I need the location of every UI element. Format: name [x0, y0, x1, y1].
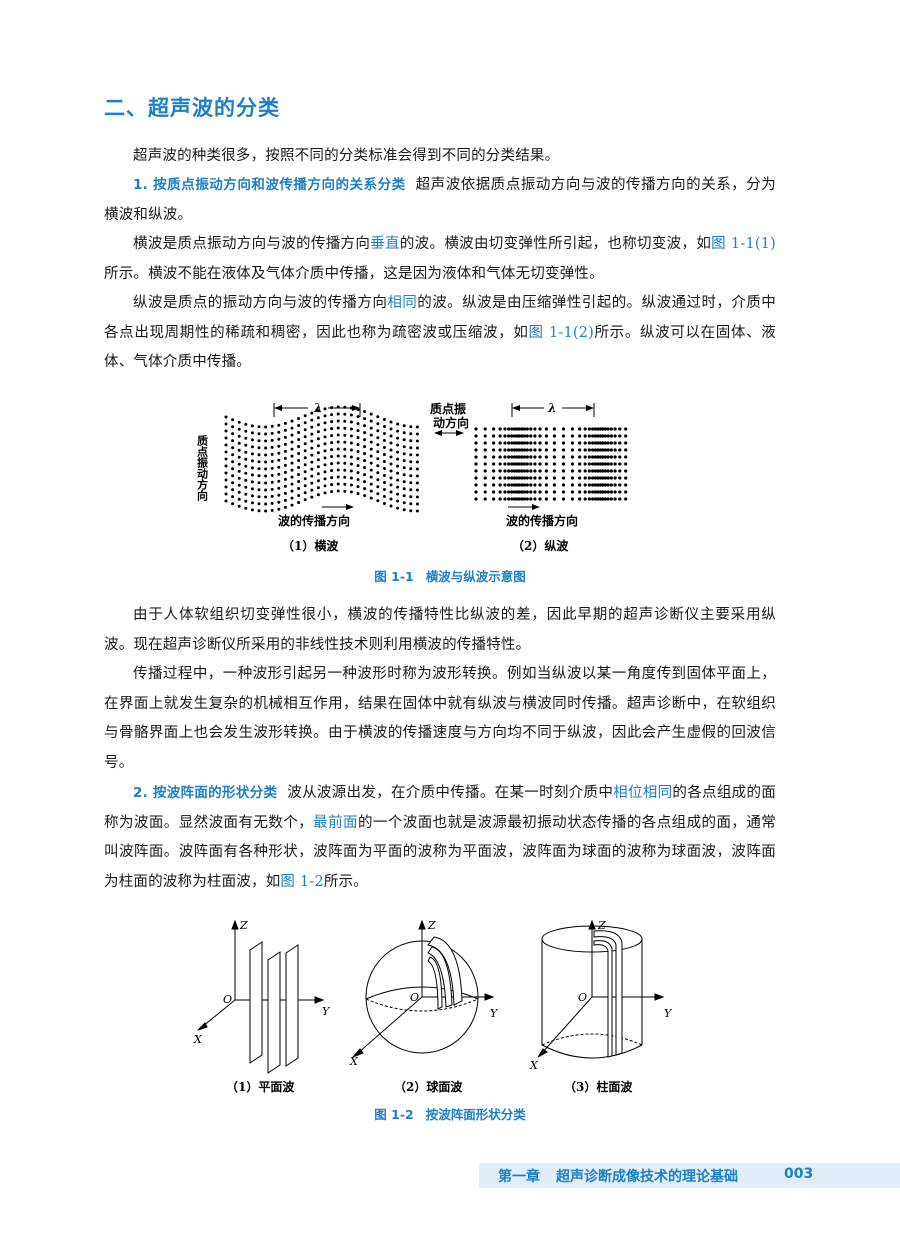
- text-run: 横波是质点振动方向与波的传播方向: [133, 236, 371, 252]
- cylinder-axis-x: X: [529, 1059, 539, 1072]
- paragraph-soft-tissue: 由于人体软组织切变弹性很小，横波的传播特性比纵波的差，因此早期的超声诊断仪主要采…: [104, 607, 776, 653]
- text-run: 纵波是质点的振动方向与波的传播方向: [133, 295, 388, 311]
- cylinder-axis-z: Z: [597, 919, 606, 932]
- spherical-wave-subcaption: （2）球面波: [394, 1079, 463, 1094]
- plane-wave-subcaption: （1）平面波: [226, 1079, 295, 1094]
- paragraph-mode-conversion: 传播过程中，一种波形引起另一种波形时称为波形转换。例如当纵波以某一角度传到固体平…: [104, 666, 776, 771]
- text-run: 的一个波面也就是波源最初振动状态传播的各点组成的面，通常叫波阵面。波阵面有各种形…: [104, 814, 776, 890]
- spherical-wave-diagram: [352, 919, 495, 1058]
- paragraph-text: 超声波依据质点振动方向与波的传播方向的关系，分为横波和纵波。: [104, 177, 776, 223]
- longitudinal-vibration-label-2: 动方向: [433, 415, 469, 430]
- longitudinal-vibration-label-1: 质点振: [430, 401, 466, 416]
- plane-axis-y: Y: [322, 1005, 331, 1018]
- text-run: 的波。横波由切变弹性所引起，也称切变波，如: [399, 236, 712, 252]
- subheading-wavefront-shape: 2. 按波阵面的形状分类: [133, 785, 278, 801]
- paragraph-longitudinal-wave: 纵波是质点的振动方向与波的传播方向相同的波。纵波是由压缩弹性引起的。纵波通过时，…: [104, 289, 776, 378]
- figure-ref-1-2[interactable]: 图 1-2: [280, 873, 324, 890]
- figure-1-2-caption: 图 1-2 按波阵面形状分类: [0, 1104, 900, 1123]
- figure-1-2-title: 按波阵面形状分类: [425, 1107, 526, 1122]
- transverse-propagation-label: 波的传播方向: [278, 513, 350, 528]
- text-run: 的波。纵波是由压缩弹性引起的。纵波通过时，介质中各点出现周期性的稀疏和稠密，因此…: [104, 295, 776, 341]
- sphere-axis-y: Y: [490, 1007, 499, 1020]
- sphere-axis-o: O: [410, 991, 419, 1004]
- sphere-axis-z: Z: [427, 919, 436, 932]
- text-run: 所示。纵波可以在固体、液体、气体介质中传播。: [104, 324, 776, 371]
- term-same: 相同: [387, 295, 418, 311]
- figure-1-2-number: 图 1-2: [374, 1107, 414, 1122]
- text-run: 的各点组成的面称为波面。显然波面有无数个，: [104, 785, 777, 831]
- figure-1-2-graphic: Z O Y X Z O Y X: [193, 919, 673, 1094]
- figure-1-1-graphic: 质点振动方向 λ 波的传播方向 （1）横波 质点振 动方向 λ 波的传播方向 （…: [196, 401, 628, 553]
- plane-axis-z: Z: [239, 919, 248, 932]
- cylindrical-wave-diagram: [537, 919, 665, 1059]
- footer-chapter-title: 第一章超声诊断成像技术的理论基础: [498, 1166, 738, 1186]
- text-run: 波从波源出发，在介质中传播。在某一时刻介质中: [287, 785, 614, 801]
- text-run: 所示。: [323, 873, 368, 890]
- sphere-axis-x: X: [349, 1055, 359, 1068]
- plane-axis-x: X: [193, 1033, 203, 1046]
- longitudinal-propagation-label: 波的传播方向: [506, 513, 578, 528]
- footer-title: 超声诊断成像技术的理论基础: [556, 1169, 738, 1185]
- figure-ref-1-1-2[interactable]: 图 1-1(2): [528, 324, 595, 341]
- figure-ref-1-1-1[interactable]: 图 1-1(1): [711, 236, 777, 252]
- longitudinal-wave-dots: [474, 427, 628, 501]
- paragraph-classification-1: 1. 按质点振动方向和波传播方向的关系分类超声波依据质点振动方向与波的传播方向的…: [104, 171, 776, 230]
- longitudinal-subcaption: （2）纵波: [512, 538, 569, 553]
- footer-bar: [479, 1163, 900, 1188]
- section-title: 二、超声波的分类: [104, 96, 280, 120]
- text-run: 所示。横波不能在液体及气体介质中传播，这是因为液体和气体无切变弹性。: [104, 265, 604, 282]
- longitudinal-lambda-label: λ: [547, 401, 556, 415]
- figure-1-1-title: 横波与纵波示意图: [425, 569, 526, 584]
- plane-wave-diagram: [197, 919, 325, 1074]
- cylinder-axis-o: O: [578, 991, 587, 1004]
- figure-1-1: 质点振动方向 λ 波的传播方向 （1）横波 质点振 动方向 λ 波的传播方向 （…: [190, 395, 650, 569]
- term-front-most: 最前面: [313, 814, 358, 831]
- paragraph-transverse-wave: 横波是质点振动方向与波的传播方向垂直的波。横波由切变弹性所引起，也称切变波，如图…: [104, 230, 776, 289]
- paragraph-classification-2: 2. 按波阵面的形状分类波从波源出发，在介质中传播。在某一时刻介质中相位相同的各…: [104, 779, 776, 897]
- plane-axis-o: O: [223, 993, 232, 1006]
- page-number: 003: [784, 1166, 814, 1182]
- figure-1-2: Z O Y X Z O Y X: [190, 915, 690, 1104]
- transverse-vibration-label: 质点振动方向: [196, 434, 209, 502]
- transverse-lambda-label: λ: [313, 401, 322, 415]
- footer-chapter: 第一章: [498, 1169, 540, 1185]
- cylinder-axis-y: Y: [664, 1007, 673, 1020]
- paragraph-intro: 超声波的种类很多，按照不同的分类标准会得到不同的分类结果。: [133, 148, 560, 164]
- term-same-phase: 相位相同: [613, 785, 673, 801]
- cylindrical-wave-subcaption: （3）柱面波: [564, 1079, 633, 1094]
- figure-1-1-number: 图 1-1: [374, 569, 414, 584]
- subheading-vibration-direction: 1. 按质点振动方向和波传播方向的关系分类: [133, 177, 406, 193]
- transverse-wave-dots: [224, 405, 419, 513]
- figure-1-1-caption: 图 1-1 横波与纵波示意图: [0, 566, 900, 585]
- term-perpendicular: 垂直: [370, 236, 400, 252]
- transverse-subcaption: （1）横波: [282, 538, 339, 553]
